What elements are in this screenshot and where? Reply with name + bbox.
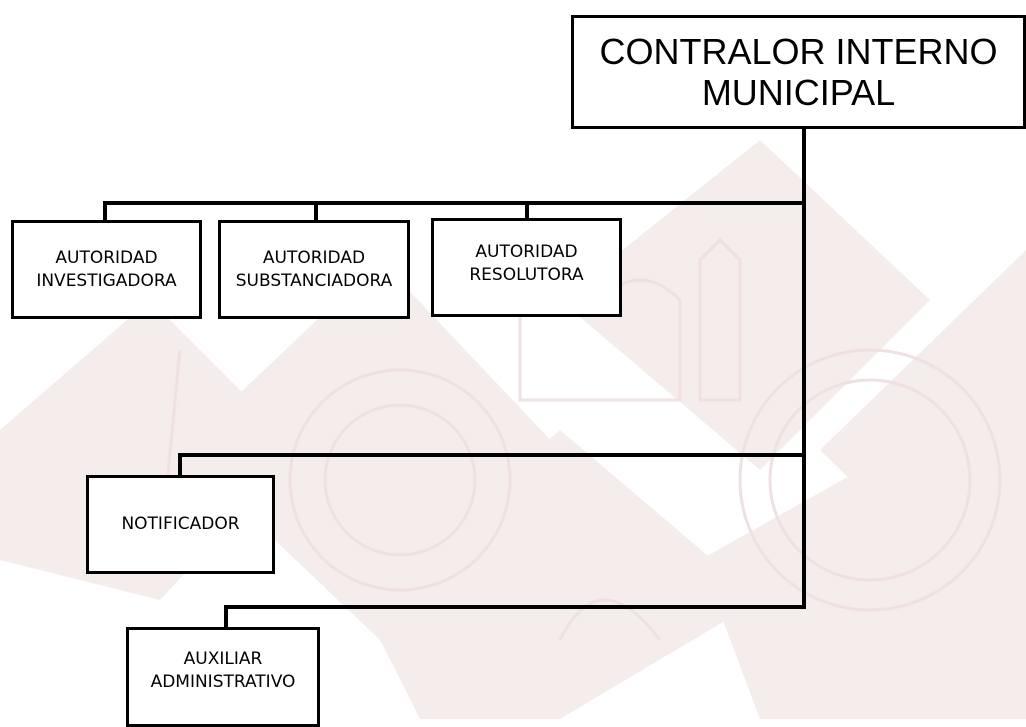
autoridad-substanciadora-label: AUTORIDAD SUBSTANCIADORA <box>236 247 393 293</box>
contralor-interno-box: CONTRALOR INTERNO MUNICIPAL <box>571 15 1026 129</box>
autoridad-substanciadora-box: AUTORIDAD SUBSTANCIADORA <box>218 220 410 319</box>
autoridad-resolutora-label: AUTORIDAD RESOLUTORA <box>469 241 583 287</box>
auxiliar-administrativo-box: AUXILIAR ADMINISTRATIVO <box>126 627 320 727</box>
autoridad-investigadora-label: AUTORIDAD INVESTIGADORA <box>36 247 176 293</box>
autoridad-investigadora-box: AUTORIDAD INVESTIGADORA <box>11 220 202 319</box>
notificador-label: NOTIFICADOR <box>121 513 239 536</box>
autoridad-resolutora-box: AUTORIDAD RESOLUTORA <box>431 218 622 317</box>
contralor-interno-label: CONTRALOR INTERNO MUNICIPAL <box>599 31 997 114</box>
notificador-box: NOTIFICADOR <box>86 475 275 574</box>
auxiliar-administrativo-label: AUXILIAR ADMINISTRATIVO <box>151 648 296 694</box>
